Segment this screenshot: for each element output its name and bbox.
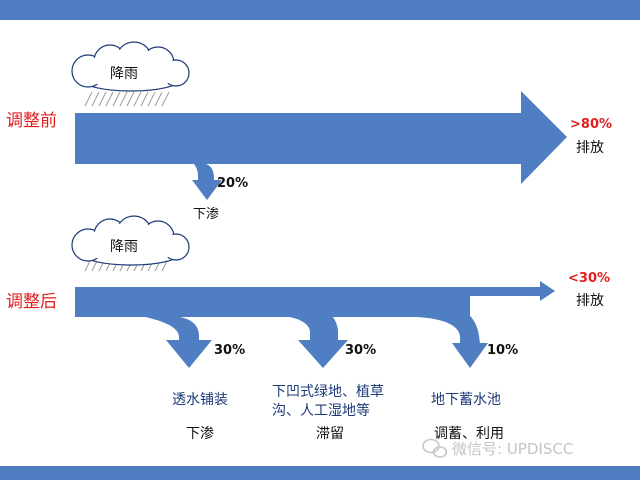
branch-measure-paving: 透水铺装 [172, 392, 228, 408]
cloud-label-before: 降雨 [110, 66, 138, 82]
infiltration-arrow-before [192, 164, 222, 200]
discharge-label-before: 排放 [576, 140, 604, 156]
discharge-percent-after: <30% [568, 271, 611, 286]
branch-percent-paving: 30% [214, 343, 246, 358]
branch-percent-green: 30% [345, 343, 377, 358]
bottom-band [0, 466, 640, 480]
stage-label-before: 调整前 [6, 111, 57, 131]
branch-percent-storage: 10% [487, 343, 519, 358]
branch-measure-storage: 地下蓄水池 [431, 392, 501, 408]
discharge-arrow-before [75, 91, 567, 184]
watermark-text: 微信号: UPDISCC [452, 440, 574, 458]
branch-arrow-storage [400, 294, 488, 368]
branch-measure-green-line1: 下凹式绿地、植草 [272, 384, 384, 400]
wechat-watermark-icon [422, 438, 448, 458]
branch-measure-green-line2: 沟、人工湿地等 [272, 403, 370, 419]
discharge-percent-before: >80% [570, 117, 613, 132]
branch-label-storage: 调蓄、利用 [434, 426, 504, 442]
infiltration-label-before: 下渗 [193, 207, 220, 222]
infiltration-percent-before: 20% [217, 176, 249, 191]
branch-arrow-paving [145, 317, 212, 368]
branch-label-green: 滞留 [316, 426, 344, 442]
top-band [0, 0, 640, 20]
branch-label-paving: 下渗 [186, 426, 214, 442]
rain-icon-before [84, 91, 170, 107]
branch-arrow-green [260, 294, 348, 368]
discharge-label-after: 排放 [576, 293, 604, 309]
cloud-label-after: 降雨 [110, 239, 138, 255]
stage-label-after: 调整后 [6, 292, 57, 312]
